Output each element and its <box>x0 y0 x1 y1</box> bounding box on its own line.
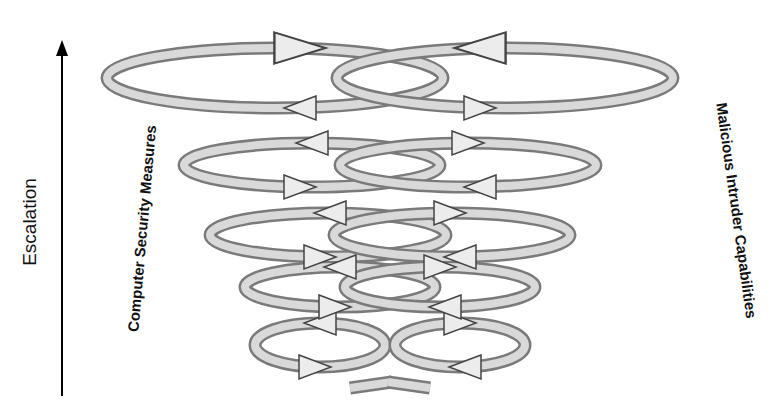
spiral-label: Computer Security Measures <box>124 124 159 332</box>
spiral-label: Malicious Intruder Capabilities <box>713 101 760 319</box>
axis-label: Escalation <box>19 178 41 266</box>
